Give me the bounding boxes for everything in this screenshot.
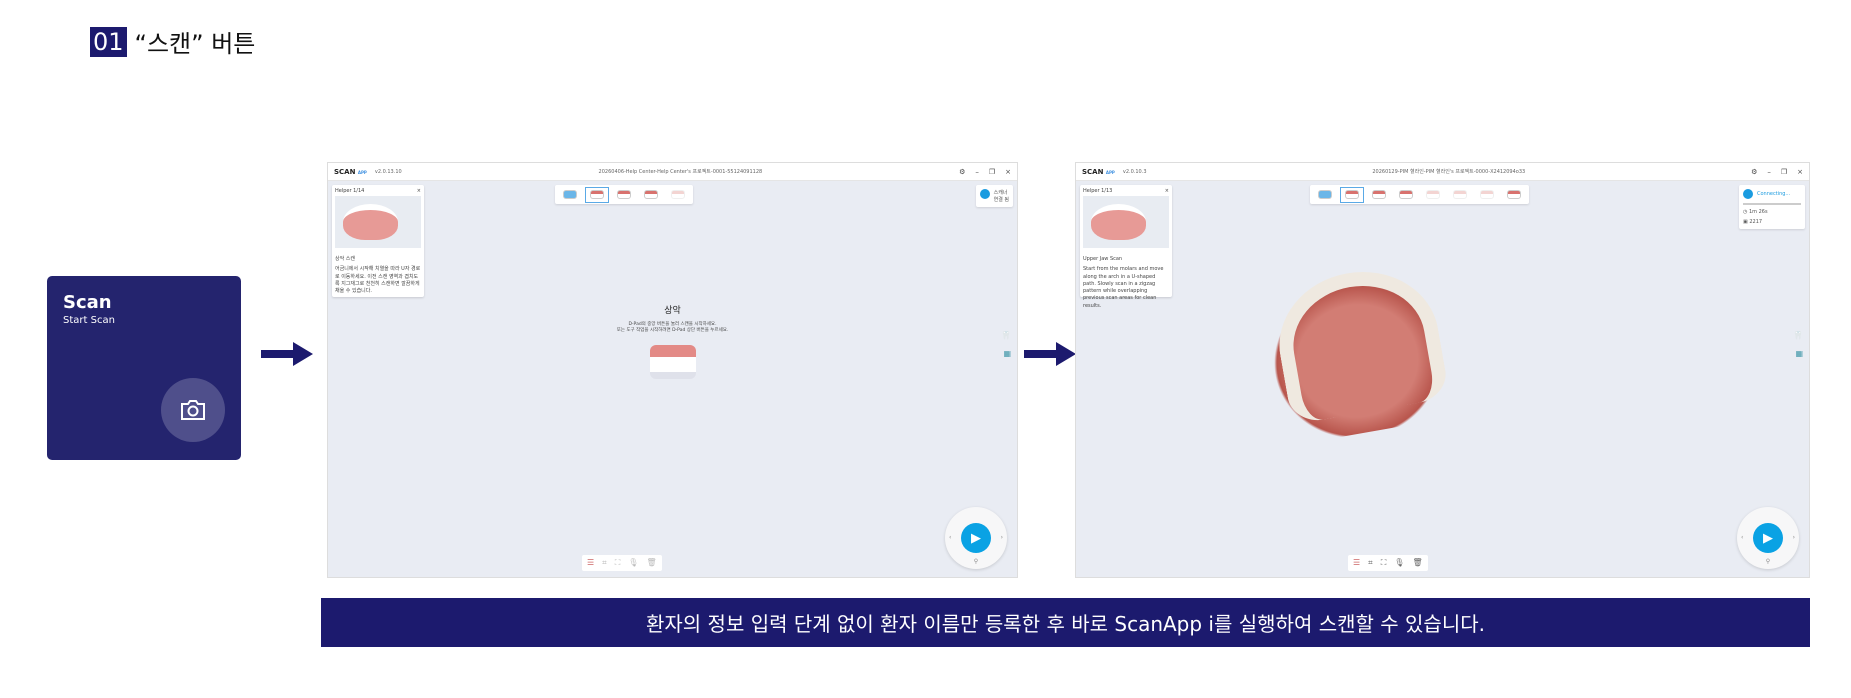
scan-card[interactable]: Scan Start Scan xyxy=(47,276,241,460)
select-icon[interactable]: ⛶ xyxy=(614,558,621,567)
play-button[interactable]: ▶ xyxy=(961,523,991,553)
tool-bar: ☰ ⌗ ⛶ 🎙 🗑 xyxy=(1348,555,1428,571)
helper-nav[interactable]: Helper 1/13 xyxy=(1083,188,1113,194)
clock-icon: ◷ xyxy=(1743,209,1748,215)
layers-icon[interactable]: ☰ xyxy=(1353,558,1361,567)
helper-illustration xyxy=(335,196,421,248)
frame-icon: ▣ xyxy=(1743,219,1748,225)
step-palate[interactable] xyxy=(1367,187,1391,203)
scan-time: 1m 26s xyxy=(1748,209,1768,215)
step-bite[interactable] xyxy=(1475,187,1499,203)
helper-illustration xyxy=(1083,196,1169,248)
instruction-line: 또는 도구 작업을 시작하려면 D-Pad 상단 버튼을 누르세요. xyxy=(616,328,729,334)
step-upper-jaw[interactable] xyxy=(585,186,609,203)
minimize-icon[interactable]: – xyxy=(1767,167,1771,176)
chevron-right-icon[interactable]: › xyxy=(1000,534,1003,541)
window-title: 20260406-Help Center-Help Center's 프로젝트-… xyxy=(598,169,763,175)
upper-jaw-3d-model[interactable] xyxy=(1248,257,1464,449)
step-lower-jaw[interactable] xyxy=(612,187,636,203)
scan-step-bar xyxy=(1310,185,1529,204)
layers-icon[interactable]: ☰ xyxy=(587,558,595,567)
status-label: 스캐너 xyxy=(993,190,1008,196)
tooth-view-icon[interactable]: 🦷 xyxy=(1793,331,1803,340)
close-icon[interactable]: × xyxy=(1797,167,1803,176)
step-review[interactable] xyxy=(1502,187,1526,203)
app-version: v2.0.13.10 xyxy=(374,168,402,175)
close-icon[interactable]: × xyxy=(1164,188,1169,194)
step-lower-jaw[interactable] xyxy=(1394,187,1418,203)
camera-icon[interactable] xyxy=(161,378,225,442)
chevron-left-icon[interactable]: ‹ xyxy=(949,534,952,541)
helper-panel: Helper 1/14 × 상악 스캔 어금니에서 시작해 치열을 따라 U자 경… xyxy=(332,185,424,297)
wrench-icon[interactable]: ⚲ xyxy=(1765,558,1771,565)
section-number: 01 xyxy=(90,26,127,57)
progress-bar xyxy=(1743,203,1801,205)
select-icon[interactable]: ⛶ xyxy=(1380,558,1387,567)
step-scanbody[interactable] xyxy=(1448,187,1472,203)
instruction-title: 상악 xyxy=(664,306,681,316)
scanapp-window-scanning: SCAN APP v2.0.10.3 20260129-PIM 혈라인-PIM … xyxy=(1075,162,1810,578)
helper-heading: Upper Jaw Scan xyxy=(1083,256,1123,262)
crop-icon[interactable]: ⌗ xyxy=(1368,558,1373,567)
step-prep-icon[interactable] xyxy=(558,187,582,203)
helper-heading: 상악 스캔 xyxy=(335,256,355,262)
arrow-right-icon xyxy=(261,342,313,366)
chevron-right-icon[interactable]: › xyxy=(1792,534,1795,541)
instruction-line: D-Pad의 중앙 버튼을 눌러 스캔을 시작하세요. xyxy=(628,322,717,327)
tooth-view-icon[interactable]: 🦷 xyxy=(1001,331,1011,340)
scan-view-icon[interactable]: ▦ xyxy=(1003,349,1011,358)
title-bar: SCAN APP v2.0.10.3 20260129-PIM 혈라인-PIM … xyxy=(1076,163,1809,181)
helper-body: 어금니에서 시작해 치열을 따라 U자 경로로 이동하세요. 이전 스캔 영역과… xyxy=(335,266,421,294)
step-review[interactable] xyxy=(666,187,690,203)
d-pad: ‹ ▶ › ⚲ xyxy=(945,507,1007,569)
close-icon[interactable]: × xyxy=(1005,167,1011,176)
window-title: 20260129-PIM 혈라인-PIM 혈라인's 프로젝트-0000-X24… xyxy=(1372,169,1526,175)
upper-jaw-illustration xyxy=(649,344,696,379)
scanner-icon xyxy=(1743,189,1753,199)
app-logo: SCAN APP xyxy=(1082,167,1115,176)
gear-icon[interactable]: ⚙ xyxy=(1751,167,1758,176)
app-version: v2.0.10.3 xyxy=(1122,168,1147,175)
trash-icon[interactable]: 🗑 xyxy=(646,558,657,567)
helper-body: Start from the molars and move along the… xyxy=(1083,266,1164,309)
step-bite[interactable] xyxy=(639,187,663,203)
scan-view-icon[interactable]: ▦ xyxy=(1795,349,1803,358)
arrow-right-icon xyxy=(1024,342,1076,366)
section-title: “스캔” 버튼 xyxy=(134,30,256,58)
scan-step-bar xyxy=(555,185,693,204)
tool-bar: ☰ ⌗ ⛶ 🎙 🗑 xyxy=(582,555,662,571)
frame-count: 2217 xyxy=(1749,219,1763,225)
trash-icon[interactable]: 🗑 xyxy=(1412,558,1423,567)
play-button[interactable]: ▶ xyxy=(1753,523,1783,553)
d-pad: ‹ ▶ › ⚲ xyxy=(1737,507,1799,569)
mic-icon[interactable]: 🎙 xyxy=(628,558,639,567)
status-label: Connecting... xyxy=(1757,191,1791,197)
status-value: 연결 됨 xyxy=(993,197,1009,203)
step-prep-icon[interactable] xyxy=(1313,187,1337,203)
scanner-icon xyxy=(979,189,990,199)
step-implant[interactable] xyxy=(1421,187,1445,203)
step-upper-jaw[interactable] xyxy=(1340,186,1364,203)
scanapp-window-before: SCAN APP v2.0.13.10 20260406-Help Center… xyxy=(327,162,1018,578)
gear-icon[interactable]: ⚙ xyxy=(959,167,966,176)
wrench-icon[interactable]: ⚲ xyxy=(973,558,979,565)
restore-icon[interactable]: ❐ xyxy=(1780,167,1788,176)
scanner-status: Connecting... ◷ 1m 26s ▣ 2217 xyxy=(1739,185,1805,229)
helper-panel: Helper 1/13 × Upper Jaw Scan Start from t… xyxy=(1080,185,1172,309)
mic-icon[interactable]: 🎙 xyxy=(1394,558,1405,567)
chevron-left-icon[interactable]: ‹ xyxy=(1741,534,1744,541)
helper-nav[interactable]: Helper 1/14 xyxy=(335,188,365,194)
restore-icon[interactable]: ❐ xyxy=(988,167,996,176)
scan-instructions: 상악 D-Pad의 중앙 버튼을 눌러 스캔을 시작하세요.또는 도구 작업을 … xyxy=(328,303,1017,379)
close-icon[interactable]: × xyxy=(416,188,421,194)
app-logo: SCAN APP xyxy=(334,167,367,176)
minimize-icon[interactable]: – xyxy=(975,167,979,176)
title-bar: SCAN APP v2.0.13.10 20260406-Help Center… xyxy=(328,163,1017,181)
section-heading: 01 “스캔” 버튼 xyxy=(90,24,255,59)
crop-icon[interactable]: ⌗ xyxy=(602,558,607,567)
caption-banner: 환자의 정보 입력 단계 없이 환자 이름만 등록한 후 바로 ScanApp … xyxy=(321,598,1810,647)
scan-card-subtitle: Start Scan xyxy=(63,315,115,326)
scan-card-title: Scan xyxy=(63,292,112,313)
